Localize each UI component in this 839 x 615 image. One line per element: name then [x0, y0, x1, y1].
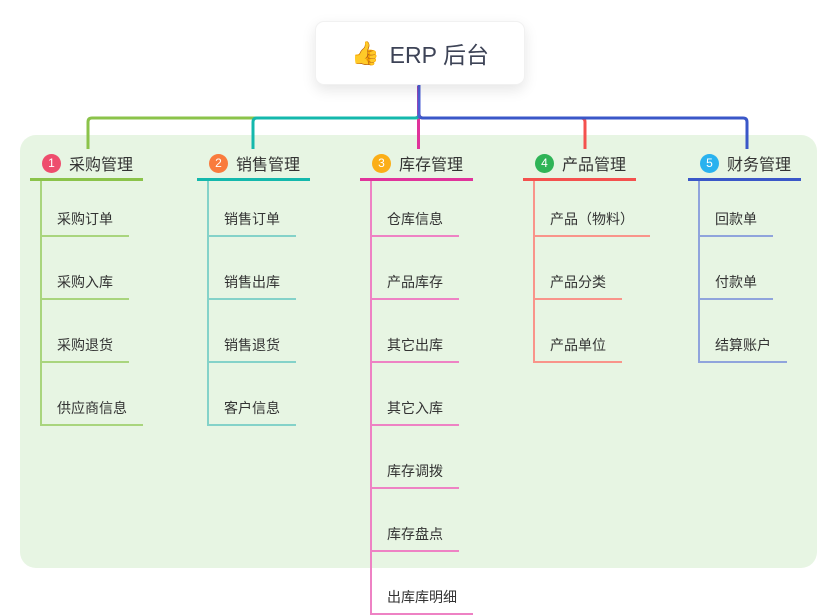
child-node[interactable]: 采购订单: [42, 181, 129, 237]
thumbs-up-icon: 👍: [351, 39, 380, 66]
child-node[interactable]: 其它入库: [372, 363, 459, 426]
child-node[interactable]: 仓库信息: [372, 181, 459, 237]
badge-2-icon: 2: [209, 153, 228, 173]
branch-label: 销售管理: [236, 157, 301, 174]
child-node[interactable]: 产品（物料）: [535, 181, 650, 237]
child-node[interactable]: 产品分类: [535, 237, 622, 300]
child-node[interactable]: 销售出库: [209, 237, 296, 300]
child-node[interactable]: 采购入库: [42, 237, 129, 300]
child-node[interactable]: 销售退货: [209, 300, 296, 363]
branch-sales: 2 销售管理 销售订单 销售出库 销售退货 客户信息: [197, 148, 311, 426]
branch-label: 产品管理: [562, 157, 627, 174]
badge-3-icon: 3: [372, 153, 391, 173]
branch-purchase: 1 采购管理 采购订单 采购入库 采购退货 供应商信息: [30, 148, 144, 426]
child-node[interactable]: 其它出库: [372, 300, 459, 363]
branch-title-purchase[interactable]: 1 采购管理: [30, 148, 144, 181]
branch-title-sales[interactable]: 2 销售管理: [197, 148, 311, 181]
child-node[interactable]: 采购退货: [42, 300, 129, 363]
branch-label: 财务管理: [727, 157, 792, 174]
badge-1-icon: 1: [42, 153, 61, 173]
mindmap-background-panel: [20, 135, 817, 568]
child-node[interactable]: 出库库明细: [372, 552, 473, 615]
branch-finance: 5 财务管理 回款单 付款单 结算账户: [688, 148, 802, 363]
branch-title-product[interactable]: 4 产品管理: [523, 148, 637, 181]
branch-children: 采购订单 采购入库 采购退货 供应商信息: [40, 181, 143, 426]
child-node[interactable]: 付款单: [700, 237, 773, 300]
badge-5-icon: 5: [700, 153, 719, 173]
child-node[interactable]: 客户信息: [209, 363, 296, 426]
child-node[interactable]: 结算账户: [700, 300, 787, 363]
branch-inventory: 3 库存管理 仓库信息 产品库存 其它出库 其它入库 库存调拨 库存盘点 出库库…: [360, 148, 474, 615]
child-node[interactable]: 库存调拨: [372, 426, 459, 489]
child-node[interactable]: 销售订单: [209, 181, 296, 237]
child-node[interactable]: 供应商信息: [42, 363, 143, 426]
root-node-erp[interactable]: 👍 ERP 后台: [315, 21, 525, 85]
branch-children: 销售订单 销售出库 销售退货 客户信息: [207, 181, 296, 426]
branch-label: 采购管理: [69, 157, 134, 174]
branch-children: 仓库信息 产品库存 其它出库 其它入库 库存调拨 库存盘点 出库库明细: [370, 181, 473, 615]
branch-children: 回款单 付款单 结算账户: [698, 181, 787, 363]
branch-product: 4 产品管理 产品（物料） 产品分类 产品单位: [523, 148, 650, 363]
branch-title-finance[interactable]: 5 财务管理: [688, 148, 802, 181]
branch-children: 产品（物料） 产品分类 产品单位: [533, 181, 650, 363]
branch-label: 库存管理: [399, 157, 464, 174]
child-node[interactable]: 产品单位: [535, 300, 622, 363]
badge-4-icon: 4: [535, 153, 554, 173]
child-node[interactable]: 产品库存: [372, 237, 459, 300]
root-node-label: ERP 后台: [389, 42, 489, 68]
child-node[interactable]: 库存盘点: [372, 489, 459, 552]
child-node[interactable]: 回款单: [700, 181, 773, 237]
branch-title-inventory[interactable]: 3 库存管理: [360, 148, 474, 181]
